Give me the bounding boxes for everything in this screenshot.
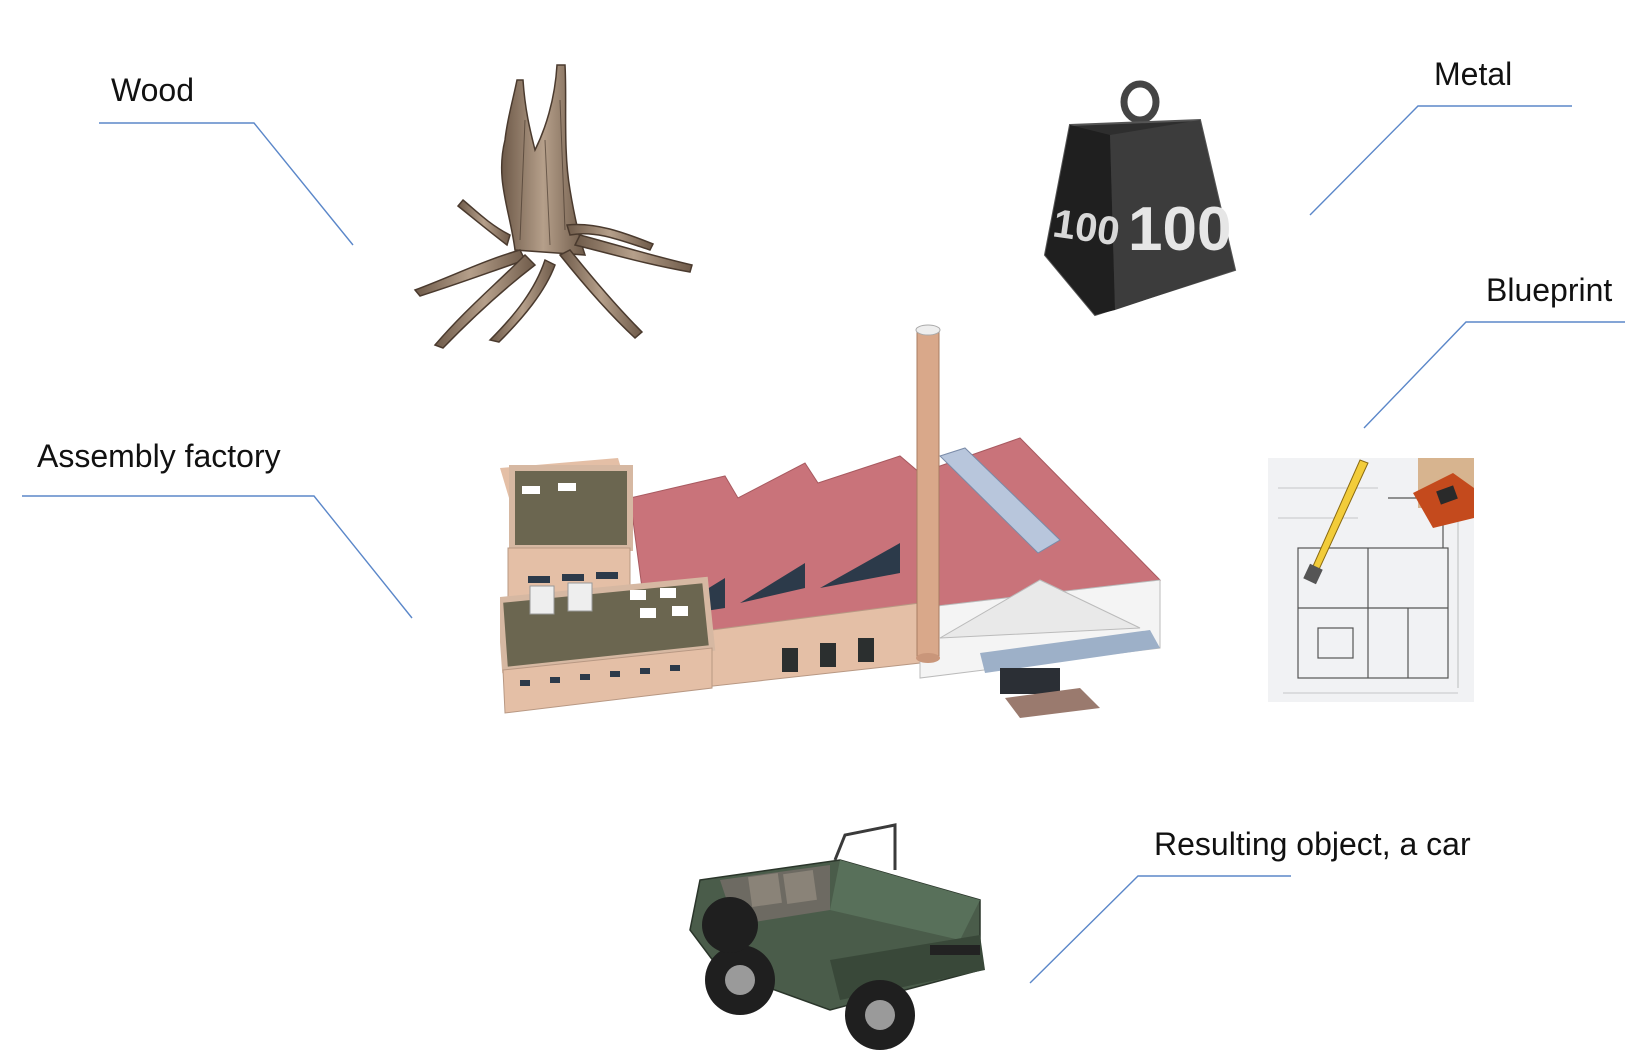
weight-side-number: 100 bbox=[1050, 202, 1122, 255]
metal-label: Metal bbox=[1434, 56, 1513, 92]
car-leader-line bbox=[1029, 875, 1291, 984]
factory-label: Assembly factory bbox=[37, 438, 281, 474]
car-label: Resulting object, a car bbox=[1154, 826, 1471, 862]
blueprint-image bbox=[1268, 458, 1474, 702]
weight-front-number: 100 bbox=[1128, 195, 1231, 264]
wood-leader-line bbox=[99, 122, 354, 246]
metal-weight-icon: 100 100 bbox=[1043, 80, 1237, 317]
blueprint-label: Blueprint bbox=[1486, 272, 1613, 308]
wood-label: Wood bbox=[111, 72, 195, 108]
factory-leader-line bbox=[22, 495, 413, 619]
assembly-factory-icon bbox=[500, 324, 1162, 718]
weight-ring bbox=[1120, 80, 1160, 124]
tree-stump-icon bbox=[413, 64, 693, 349]
metal-leader-line bbox=[1309, 105, 1572, 216]
car-icon bbox=[689, 823, 985, 1050]
blueprint-leader-line bbox=[1363, 321, 1625, 429]
